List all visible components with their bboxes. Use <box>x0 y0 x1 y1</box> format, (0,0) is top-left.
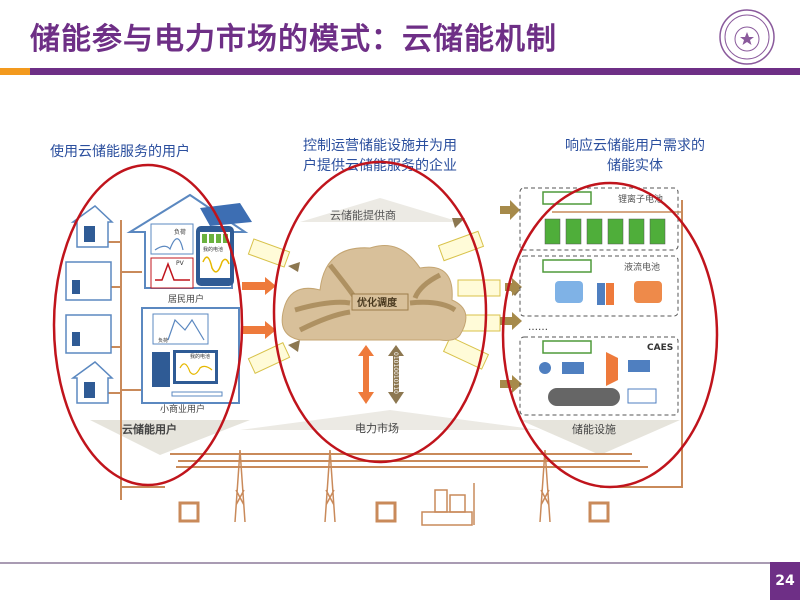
caption-facilities-line2: 储能实体 <box>607 158 663 174</box>
more-facilities-ellipsis: …… <box>528 322 548 333</box>
caption-provider: 控制运营储能设施并为用 户提供云储能服务的企业 <box>280 136 480 176</box>
my-battery-label: 我的电池 <box>203 246 223 253</box>
university-logo <box>719 9 775 65</box>
title-accent-bar <box>0 68 30 75</box>
title-underline-bar <box>30 68 800 75</box>
market-banner <box>240 410 540 430</box>
user-bus <box>105 220 165 500</box>
cloud-users-label: 云储能用户 <box>122 422 177 436</box>
turbine-icon <box>606 352 618 386</box>
cloud-icon <box>281 245 467 341</box>
optimal-dispatch-box <box>351 293 409 311</box>
battery-cells <box>544 218 666 245</box>
business-battery-label: 我的电池 <box>190 353 210 360</box>
binary-data-label: 01010010110 <box>392 352 399 394</box>
footer-line <box>0 562 770 564</box>
slide-title: 储能参与电力市场的模式：云储能机制 <box>30 22 557 57</box>
cloud-to-facility-arrows <box>500 200 522 393</box>
electrolyte-tank-orange <box>634 281 662 303</box>
storage-facilities-label: 储能设施 <box>572 422 616 436</box>
power-market-label: 电力市场 <box>355 421 399 435</box>
market-money-arrow <box>358 345 374 404</box>
air-tank-icon <box>548 388 620 406</box>
pv-label: PV <box>176 260 185 267</box>
caption-users: 使用云储能服务的用户 <box>50 144 190 160</box>
facilities-banner <box>520 420 680 455</box>
users-highlight <box>52 163 244 487</box>
small-business-user-label: 小商业用户 <box>160 403 205 415</box>
cloud-provider-label: 云储能提供商 <box>330 208 396 222</box>
caption-facilities-line1: 响应云储能用户需求的 <box>565 138 705 154</box>
load-label: 负荷 <box>174 228 186 236</box>
electrolyte-tank-blue <box>555 281 583 303</box>
transformer-icons <box>178 501 610 523</box>
residential-user-label: 居民用户 <box>168 293 204 305</box>
caption-provider-line1: 控制运营储能设施并为用 <box>303 138 457 154</box>
provider-highlight <box>272 160 488 464</box>
caes-label: CAES <box>647 343 673 353</box>
business-load-label: 负荷 <box>158 337 168 344</box>
desktop-tower-icon <box>152 352 170 387</box>
power-plant-icon <box>421 483 475 526</box>
caption-provider-line2: 户提供云储能服务的企业 <box>303 158 457 174</box>
optimal-dispatch-label: 优化调度 <box>357 296 398 309</box>
caption-facilities: 响应云储能用户需求的 储能实体 <box>550 136 720 176</box>
highlight-ellipses <box>52 160 719 489</box>
page-number: 24 <box>770 562 800 600</box>
market-data-arrow <box>388 345 404 404</box>
money-arrows <box>242 277 276 339</box>
facilities-highlight <box>501 181 719 489</box>
transmission-lines <box>170 453 648 468</box>
transmission-towers <box>234 449 551 523</box>
users-banner <box>90 420 250 455</box>
provider-banner <box>300 198 460 222</box>
facility-bus <box>600 200 683 488</box>
flow-battery-label: 液流电池 <box>624 261 660 273</box>
